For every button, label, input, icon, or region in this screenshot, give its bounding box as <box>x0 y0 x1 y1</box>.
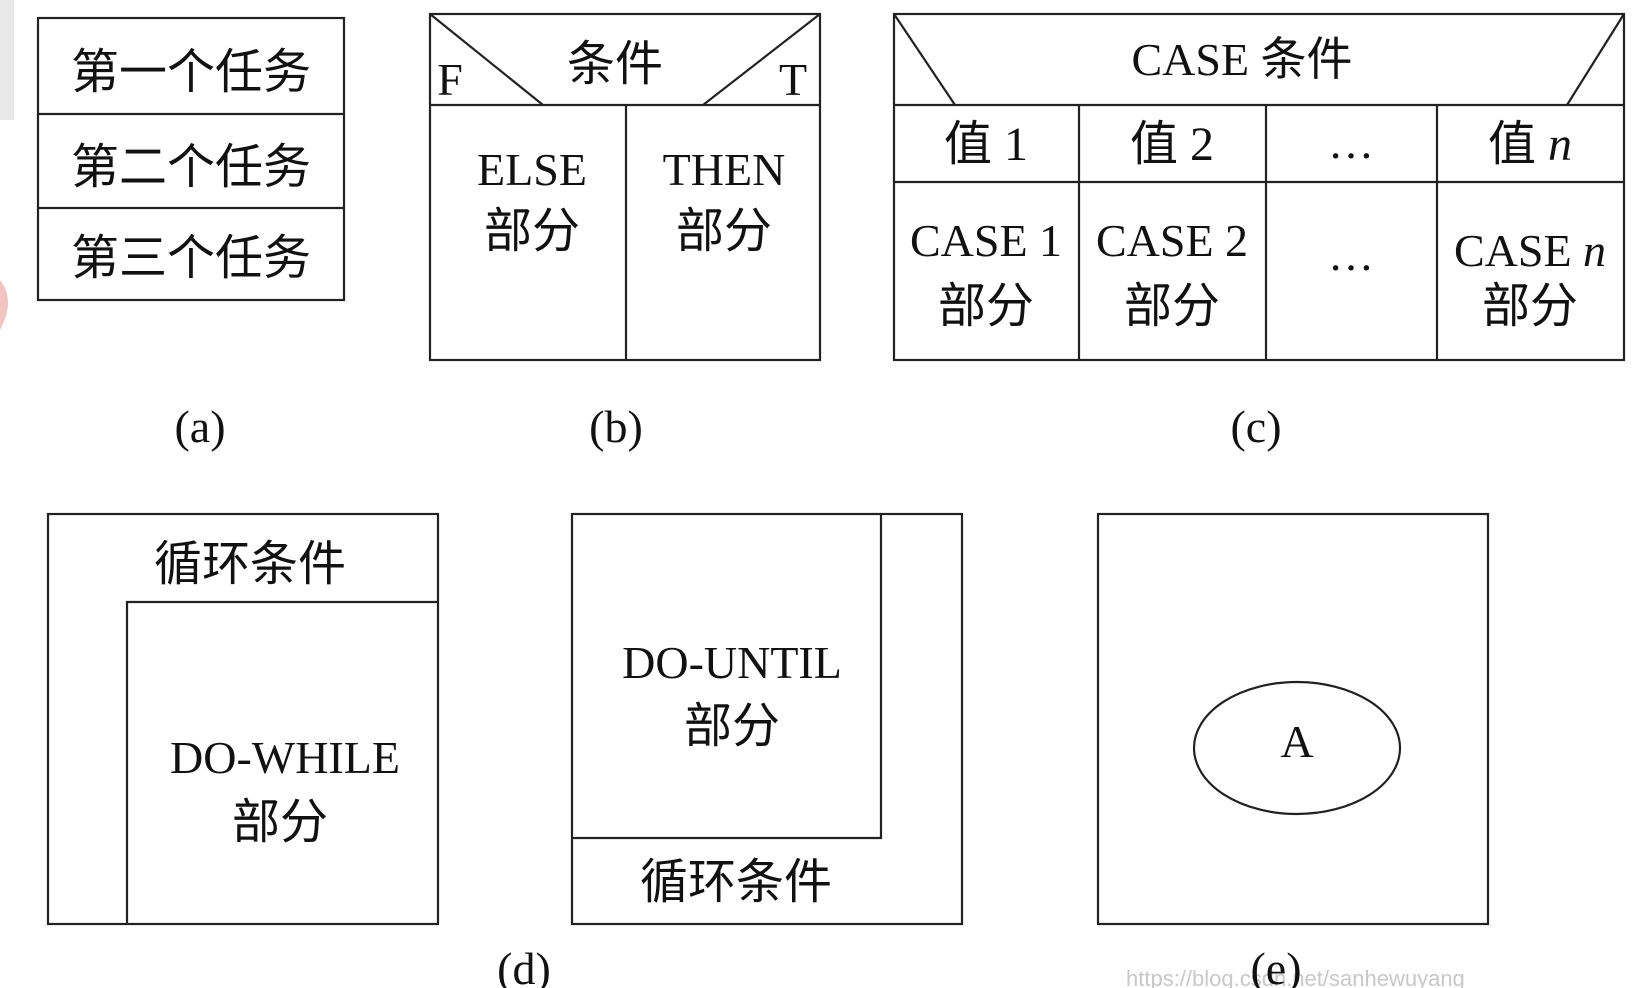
sequence-task-1: 第一个任务 <box>71 46 311 99</box>
case-2-label: CASE 2 <box>1096 215 1248 266</box>
do-until-structure: DO-UNTIL 部分 循环条件 <box>570 512 964 926</box>
caption-b: (b) <box>589 401 643 452</box>
do-while-part-label: 部分 <box>232 796 328 849</box>
module-ellipse <box>1192 680 1402 816</box>
caption-c: (c) <box>1230 401 1281 452</box>
case-n-part-label: 部分 <box>1482 280 1578 333</box>
else-label: ELSE <box>477 144 587 195</box>
case-value-1: 值 1 <box>944 118 1028 171</box>
else-part-label: 部分 <box>484 205 580 258</box>
case-2-part-label: 部分 <box>1124 280 1220 333</box>
case-n-label: CASE n <box>1454 225 1606 276</box>
left-edge-strip <box>0 0 14 120</box>
module-label: A <box>1280 716 1313 767</box>
case-ellipsis: … <box>1328 229 1374 280</box>
case-value-n: 值 n <box>1488 118 1572 171</box>
do-while-structure: 循环条件 DO-WHILE 部分 <box>46 512 440 926</box>
then-label: THEN <box>663 144 786 195</box>
module-call-structure: A <box>1096 512 1490 926</box>
caption-a: (a) <box>174 401 225 452</box>
do-while-label: DO-WHILE <box>170 732 400 783</box>
do-until-part-label: 部分 <box>684 700 780 753</box>
sequence-structure: 第一个任务 第二个任务 第三个任务 <box>36 16 346 302</box>
left-edge-mark <box>0 280 8 330</box>
selection-structure: 条件 F T ELSE 部分 THEN 部分 <box>428 12 822 362</box>
do-until-frame <box>570 512 964 926</box>
case-frame <box>892 12 1626 362</box>
false-mark: F <box>437 54 463 105</box>
do-until-label: DO-UNTIL <box>622 637 842 688</box>
case-structure: CASE 条件 值 1 值 2 … 值 n CASE 1 部分 CASE 2 部… <box>892 12 1626 362</box>
do-while-condition: 循环条件 <box>154 538 346 591</box>
case-value-2: 值 2 <box>1130 118 1214 171</box>
case-value-ellipsis: … <box>1328 117 1374 168</box>
sequence-frame <box>36 16 346 302</box>
true-mark: T <box>779 54 807 105</box>
do-until-condition: 循环条件 <box>640 856 832 909</box>
caption-e: (e) <box>1250 943 1301 988</box>
case-1-label: CASE 1 <box>910 215 1062 266</box>
do-while-frame <box>46 512 440 926</box>
module-frame <box>1096 512 1490 926</box>
watermark: https://blog.csdn.net/sanhewuyang <box>1126 966 1465 988</box>
case-condition: CASE 条件 <box>1131 34 1352 85</box>
then-part-label: 部分 <box>676 205 772 258</box>
selection-condition: 条件 <box>567 38 663 91</box>
case-1-part-label: 部分 <box>938 280 1034 333</box>
sequence-task-2: 第二个任务 <box>71 141 311 194</box>
sequence-task-3: 第三个任务 <box>71 232 311 285</box>
caption-d: (d) <box>497 943 551 988</box>
